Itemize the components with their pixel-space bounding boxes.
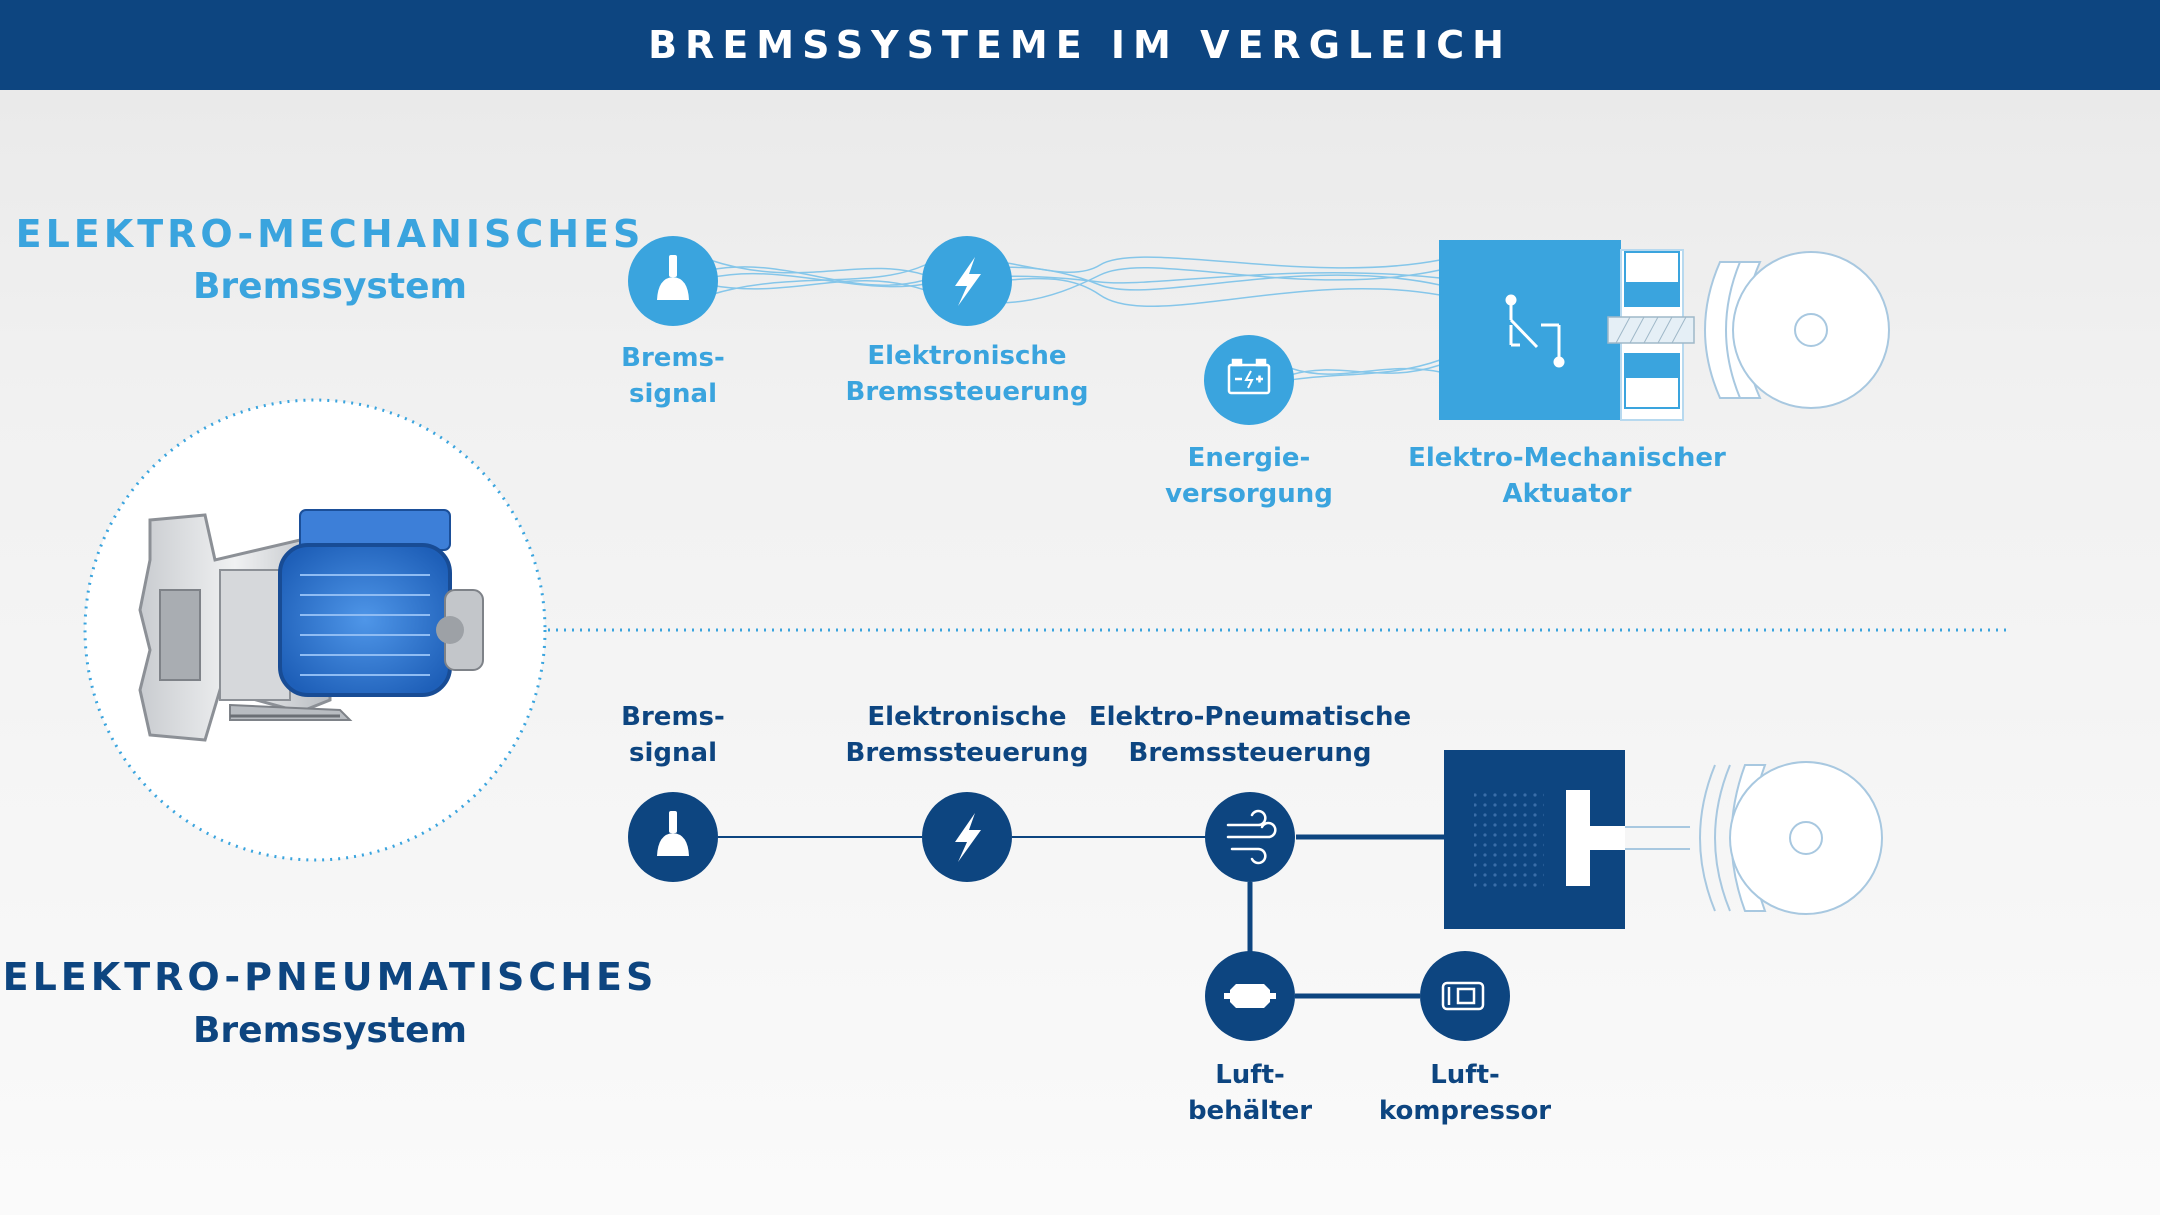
air-flow-icon: [1226, 809, 1277, 865]
page-title: BREMSSYSTEME IM VERGLEICH: [648, 23, 1512, 67]
header-bar: BREMSSYSTEME IM VERGLEICH: [0, 0, 2160, 90]
ep-compressor-node: [1420, 951, 1510, 1041]
em-section-subtitle: Bremssystem: [192, 266, 467, 307]
em-actuator-label: Elektro-Mechanischer Aktuator: [1408, 443, 1726, 509]
em-energy-node: [1204, 335, 1294, 425]
air-tank-icon: [1224, 984, 1276, 1008]
ep-air-tank-node: [1205, 951, 1295, 1041]
ep-actuator: [1444, 750, 1883, 929]
ep-control-node: [922, 792, 1012, 882]
em-section-title: ELEKTRO-MECHANISCHES: [15, 212, 645, 256]
ep-thick-lines: [1247, 834, 1444, 999]
lightning-icon: [955, 257, 981, 306]
ep-pneumatic-node: [1205, 792, 1295, 882]
em-signal-node: [628, 236, 718, 326]
em-control-node: [922, 236, 1012, 326]
ep-section-subtitle: Bremssystem: [192, 1010, 467, 1051]
em-control-label: Elektronische Bremssteuerung: [845, 341, 1089, 407]
ep-signal-label: Brems- signal: [621, 702, 725, 768]
em-energy-label: Energie- versorgung: [1165, 443, 1333, 509]
compressor-icon: [1441, 981, 1485, 1011]
brake-lever-icon: [657, 255, 689, 300]
battery-icon: [1227, 358, 1271, 395]
ep-pneumatic-label: Elektro-Pneumatische Bremssteuerung: [1088, 702, 1412, 768]
em-signal-waves: [709, 256, 1441, 381]
brake-actuator-image: [83, 398, 547, 862]
switch-icon: [1505, 294, 1565, 368]
lightning-icon: [955, 813, 981, 862]
em-actuator: [1439, 240, 1890, 421]
ep-air-tank-label: Luft- behälter: [1187, 1060, 1313, 1126]
ep-section-title: ELEKTRO-PNEUMATISCHES: [2, 955, 658, 999]
ep-signal-node: [628, 792, 718, 882]
ep-control-label: Elektronische Bremssteuerung: [845, 702, 1089, 768]
em-brake-disc: [1704, 251, 1890, 409]
brake-lever-icon: [657, 811, 689, 856]
em-signal-label: Brems- signal: [621, 343, 725, 409]
ep-brake-disc: [1699, 761, 1883, 915]
ep-compressor-label: Luft- kompressor: [1378, 1060, 1552, 1126]
